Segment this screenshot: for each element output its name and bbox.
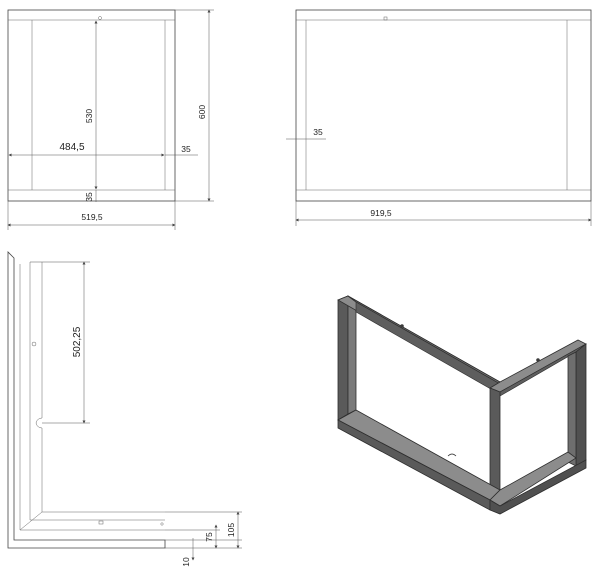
side-view: 35 919,5: [286, 9, 592, 226]
top-inner-profile-3: [41, 262, 165, 513]
front-outer-frame: [7, 9, 176, 202]
top-outer-profile: [7, 251, 166, 549]
top-notch: [35, 417, 43, 429]
iso-bottom-left-front: [337, 419, 491, 511]
top-diagonal: [19, 511, 43, 531]
iso-notch: [447, 453, 457, 457]
top-inner-profile-2: [29, 262, 165, 521]
iso-bottom-left-top: [337, 409, 501, 501]
front-view: 530 484,5 35 35 600 519,5: [7, 9, 214, 230]
iso-left-post-front: [337, 295, 349, 421]
top-pin-right: [160, 522, 164, 526]
front-dim-484-label: 484,5: [59, 142, 84, 153]
iso-left-post-side: [347, 295, 357, 415]
top-dim-75-label: 75: [204, 532, 214, 542]
isometric-view: [337, 295, 587, 515]
top-dim-502-label: 502,25: [72, 326, 83, 357]
iso-bottom-right-front: [489, 459, 587, 515]
front-dim-600-label: 600: [197, 105, 207, 119]
top-view: 502,25 105 75 10: [7, 251, 242, 567]
side-dim-919-label: 919,5: [370, 208, 392, 218]
top-dim-105-label: 105: [226, 523, 236, 537]
iso-right-post-front: [575, 343, 587, 467]
side-outer-frame: [295, 9, 592, 202]
top-dim-10-label: 10: [181, 557, 191, 567]
side-dim-35-label: 35: [313, 127, 323, 137]
iso-right-post-side: [567, 351, 577, 467]
iso-pin-top: [400, 324, 404, 328]
side-pin: [383, 16, 388, 21]
front-dim-530-label: 530: [84, 109, 94, 123]
top-pin-upper: [31, 341, 37, 347]
front-pin: [98, 16, 102, 20]
front-dim-35-bottom-label: 35: [84, 192, 94, 202]
front-dim-519-label: 519,5: [81, 212, 103, 222]
iso-pin-right: [536, 358, 540, 362]
iso-top-rail-left-inner: [355, 301, 501, 393]
top-pin-mid: [98, 520, 104, 525]
front-dim-35-side-label: 35: [181, 144, 191, 154]
